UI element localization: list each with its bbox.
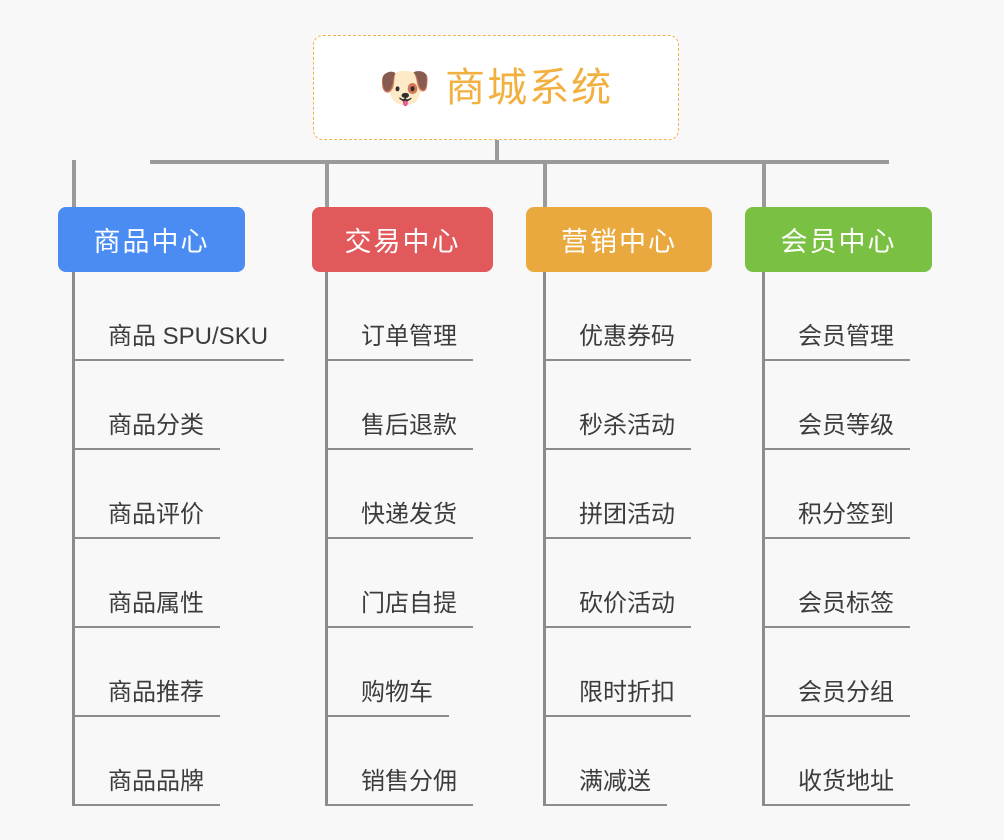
- leaf-item[interactable]: 商品品牌: [72, 717, 220, 806]
- category-box-1[interactable]: 交易中心: [312, 207, 493, 272]
- leaf-item-label: 商品分类: [72, 414, 220, 450]
- category-label: 营销中心: [561, 227, 677, 257]
- category-label: 商品中心: [93, 227, 210, 257]
- leaf-item-label: 砍价活动: [543, 592, 691, 628]
- leaf-item[interactable]: 商品推荐: [72, 628, 220, 717]
- leaf-item-label: 售后退款: [325, 414, 473, 450]
- category-label: 会员中心: [780, 227, 897, 257]
- leaf-item[interactable]: 会员标签: [762, 539, 910, 628]
- leaf-item[interactable]: 商品 SPU/SKU: [72, 272, 285, 361]
- root-node[interactable]: 🐶 商城系统: [313, 35, 679, 140]
- leaf-item[interactable]: 满减送: [543, 717, 667, 806]
- leaf-item-label: 满减送: [543, 770, 667, 806]
- leaf-item-label: 商品评价: [72, 503, 220, 539]
- leaf-item[interactable]: 会员管理: [762, 272, 910, 361]
- leaf-item[interactable]: 商品评价: [72, 450, 220, 539]
- leaf-stem: [543, 272, 546, 806]
- leaf-item-label: 积分签到: [762, 503, 910, 539]
- leaf-item-label: 购物车: [325, 681, 449, 717]
- connector-root-vertical: [495, 140, 499, 162]
- leaf-item-label: 限时折扣: [543, 681, 691, 717]
- category-box-2[interactable]: 营销中心: [526, 207, 712, 272]
- leaf-item-label: 商品推荐: [72, 681, 220, 717]
- leaf-item[interactable]: 拼团活动: [543, 450, 691, 539]
- shiba-dog-face-icon: 🐶: [378, 63, 432, 111]
- leaf-item[interactable]: 积分签到: [762, 450, 910, 539]
- leaf-item[interactable]: 会员等级: [762, 361, 910, 450]
- leaf-item-label: 会员标签: [762, 592, 910, 628]
- leaf-item-label: 商品 SPU/SKU: [72, 325, 285, 361]
- leaf-item[interactable]: 快递发货: [325, 450, 473, 539]
- category-box-0[interactable]: 商品中心: [58, 207, 245, 272]
- leaf-item[interactable]: 订单管理: [325, 272, 473, 361]
- root-node-title: 商城系统: [445, 65, 614, 110]
- leaf-item[interactable]: 商品属性: [72, 539, 220, 628]
- leaf-stem: [72, 272, 75, 806]
- leaf-item-label: 会员管理: [762, 325, 910, 361]
- leaf-item[interactable]: 限时折扣: [543, 628, 691, 717]
- leaf-stem: [325, 272, 328, 806]
- leaf-item-label: 拼团活动: [543, 503, 691, 539]
- category-box-3[interactable]: 会员中心: [745, 207, 932, 272]
- connector-drop-0: [72, 160, 76, 208]
- connector-horizontal-bus: [150, 160, 889, 164]
- leaf-stem: [762, 272, 765, 806]
- leaf-item[interactable]: 优惠券码: [543, 272, 691, 361]
- connector-drop-3: [762, 160, 766, 208]
- leaf-item-label: 商品属性: [72, 592, 220, 628]
- leaf-item[interactable]: 门店自提: [325, 539, 473, 628]
- leaf-item[interactable]: 销售分佣: [325, 717, 473, 806]
- leaf-item-label: 会员等级: [762, 414, 910, 450]
- leaf-item-label: 门店自提: [325, 592, 473, 628]
- leaf-item-label: 商品品牌: [72, 770, 220, 806]
- leaf-item[interactable]: 购物车: [325, 628, 449, 717]
- leaf-item-label: 销售分佣: [325, 770, 473, 806]
- category-label: 交易中心: [344, 227, 461, 257]
- leaf-item[interactable]: 秒杀活动: [543, 361, 691, 450]
- leaf-item[interactable]: 砍价活动: [543, 539, 691, 628]
- leaf-item-label: 快递发货: [325, 503, 473, 539]
- leaf-item-label: 秒杀活动: [543, 414, 691, 450]
- leaf-item-label: 订单管理: [325, 325, 473, 361]
- leaf-item[interactable]: 售后退款: [325, 361, 473, 450]
- leaf-item-label: 会员分组: [762, 681, 910, 717]
- leaf-item[interactable]: 收货地址: [762, 717, 910, 806]
- leaf-item[interactable]: 会员分组: [762, 628, 910, 717]
- connector-drop-2: [543, 160, 547, 208]
- leaf-item[interactable]: 商品分类: [72, 361, 220, 450]
- leaf-item-label: 收货地址: [762, 770, 910, 806]
- leaf-item-label: 优惠券码: [543, 325, 691, 361]
- connector-drop-1: [325, 160, 329, 208]
